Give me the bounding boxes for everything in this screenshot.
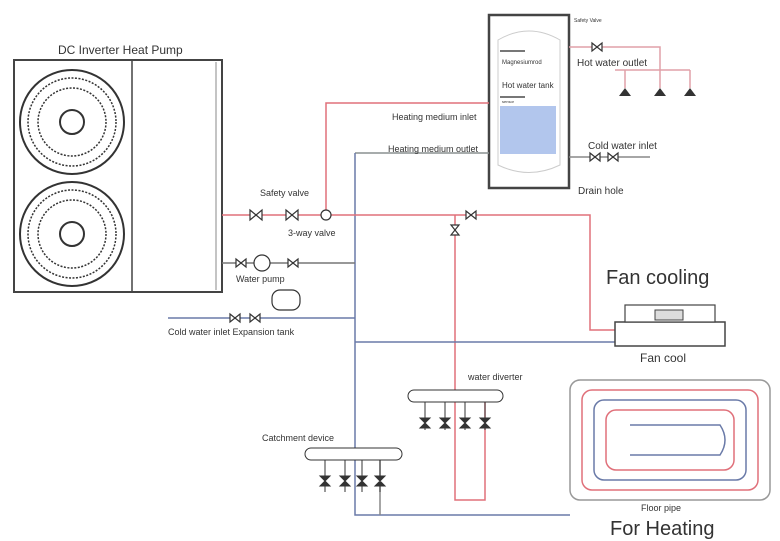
- catchment-device: [304, 447, 403, 492]
- hot-water-outlet-label: Hot water outlet: [577, 58, 647, 69]
- safety-valve-label: Safety valve: [260, 188, 309, 198]
- heating-medium-inlet-label: Heating medium inlet: [392, 112, 477, 122]
- heat-pump-unit: DC Inverter Heat Pump: [13, 43, 223, 293]
- catchment-device-label: Catchment device: [262, 433, 334, 443]
- magnesium-rod-label: Magnesiumrod: [502, 60, 542, 66]
- floor-pipe-label: Floor pipe: [641, 503, 681, 513]
- tank-label: Hot water tank: [502, 81, 555, 90]
- valve-icons: [229, 41, 619, 324]
- hot-water-tank: Magnesiumrod Hot water tank sensor: [487, 13, 571, 190]
- heating-coil: [500, 106, 556, 154]
- drain-hole-label: Drain hole: [578, 186, 624, 197]
- fan-cool-label: Fan cool: [640, 351, 686, 365]
- valve-icon: [449, 224, 461, 236]
- expansion-tank-icon: [271, 289, 301, 311]
- safety-valve-icon: [285, 208, 299, 222]
- shower-head-icons: [619, 88, 696, 96]
- fan-cooling-label: Fan cooling: [606, 267, 709, 289]
- water-diverter: [407, 389, 504, 430]
- heating-medium-outlet-label: Heating medium outlet: [388, 144, 479, 154]
- water-diverter-label: water diverter: [467, 372, 523, 382]
- heat-pump-title: DC Inverter Heat Pump: [58, 43, 183, 57]
- three-way-valve-label: 3-way valve: [288, 228, 336, 238]
- valve-icon: [591, 41, 603, 53]
- fan-cool-unit: [614, 304, 726, 347]
- cold-water-inlet-label: Cold water inlet: [588, 141, 657, 152]
- water-pump-label: Water pump: [236, 274, 285, 284]
- floor-pipe-coil: [569, 379, 771, 501]
- sensor-label: sensor: [502, 99, 515, 104]
- valve-icon: [229, 312, 261, 324]
- valve-icon: [465, 209, 477, 221]
- tank-safety-valve-label: Safety Valve: [574, 18, 602, 24]
- valve-icon: [287, 257, 299, 269]
- three-way-valve-icon: [320, 209, 332, 221]
- water-pump-icon: [253, 254, 271, 272]
- valve-icon: [249, 208, 263, 222]
- valve-icon: [589, 151, 619, 163]
- fan-icon: [19, 181, 125, 287]
- cold-water-inlet-expansion-label: Cold water inlet Expansion tank: [168, 327, 295, 337]
- for-heating-label: For Heating: [610, 518, 715, 540]
- valve-icon: [235, 257, 247, 269]
- fan-icon: [19, 69, 125, 175]
